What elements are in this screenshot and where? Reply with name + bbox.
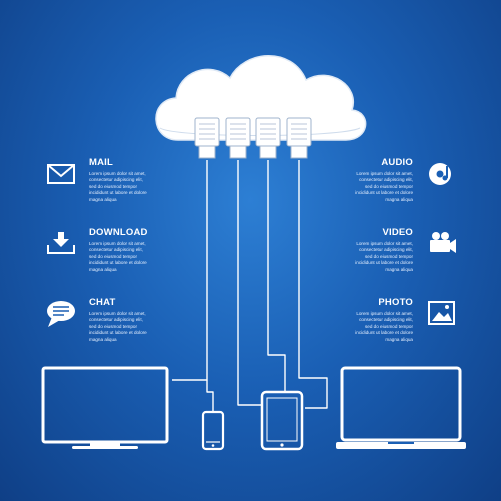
audio-line-2: consectetur adipiscing elit,: [359, 177, 413, 183]
audio-line-3: sed do eiusmod tempor: [364, 183, 413, 189]
tablet-icon: [260, 390, 304, 451]
video-line-4: incididunt ut labore et dolore: [355, 260, 413, 266]
photo-line-2: consectetur adipiscing elit,: [359, 317, 413, 323]
chat-description: Lorem ipsum dolor sit amet, consectetur …: [89, 311, 204, 343]
monitor-icon: [41, 366, 169, 449]
laptop-icon: [336, 366, 466, 449]
chat-line-1: Lorem ipsum dolor sit amet,: [89, 311, 146, 316]
download-line-5: magna aliqua: [89, 266, 117, 272]
audio-line-5: magna aliqua: [385, 196, 413, 202]
photo-line-4: incididunt ut labore et dolore: [355, 330, 413, 336]
cable-5: [206, 380, 214, 412]
mail-line-1: Lorem ipsum dolor sit amet,: [89, 171, 146, 176]
mail-line-4: incididunt ut labore et dolore: [89, 190, 147, 196]
photo-description: Lorem ipsum dolor sit amet, consectetur …: [298, 311, 413, 343]
download-title: DOWNLOAD: [89, 227, 148, 238]
download-line-3: sed do eiusmod tempor: [89, 253, 138, 259]
photo-line-5: magna aliqua: [385, 336, 413, 342]
envelope-icon: [47, 164, 75, 184]
chat-title: CHAT: [89, 297, 116, 308]
smartphone-icon: [201, 410, 225, 451]
video-line-1: Lorem ipsum dolor sit amet,: [356, 241, 413, 246]
video-block: VIDEO Lorem ipsum dolor sit amet, consec…: [298, 227, 413, 273]
photo-title: PHOTO: [378, 297, 413, 308]
mail-title: MAIL: [89, 157, 114, 168]
mail-description: Lorem ipsum dolor sit amet, consectetur …: [89, 171, 204, 203]
chat-bubble-icon: [47, 301, 75, 327]
ethernet-connectors: [194, 117, 312, 159]
chat-line-3: sed do eiusmod tempor: [89, 323, 138, 329]
photo-block: PHOTO Lorem ipsum dolor sit amet, consec…: [298, 297, 413, 343]
download-line-2: consectetur adipiscing elit,: [89, 247, 143, 253]
download-icon: [47, 232, 75, 254]
mail-block: MAIL Lorem ipsum dolor sit amet, consect…: [89, 157, 204, 203]
photo-icon: [428, 301, 455, 325]
audio-line-1: Lorem ipsum dolor sit amet,: [356, 171, 413, 176]
mail-line-3: sed do eiusmod tempor: [89, 183, 138, 189]
audio-description: Lorem ipsum dolor sit amet, consectetur …: [298, 171, 413, 203]
audio-block: AUDIO Lorem ipsum dolor sit amet, consec…: [298, 157, 413, 203]
mail-line-5: magna aliqua: [89, 196, 117, 202]
audio-disc-icon: [429, 163, 451, 185]
download-description: Lorem ipsum dolor sit amet, consectetur …: [89, 241, 204, 273]
download-line-1: Lorem ipsum dolor sit amet,: [89, 241, 146, 246]
video-title: VIDEO: [382, 227, 413, 238]
chat-block: CHAT Lorem ipsum dolor sit amet, consect…: [89, 297, 204, 343]
chat-line-4: incididunt ut labore et dolore: [89, 330, 147, 336]
photo-line-1: Lorem ipsum dolor sit amet,: [356, 311, 413, 316]
photo-line-3: sed do eiusmod tempor: [364, 323, 413, 329]
chat-line-2: consectetur adipiscing elit,: [89, 317, 143, 323]
download-line-4: incididunt ut labore et dolore: [89, 260, 147, 266]
download-block: DOWNLOAD Lorem ipsum dolor sit amet, con…: [89, 227, 204, 273]
mail-line-2: consectetur adipiscing elit,: [89, 177, 143, 183]
video-description: Lorem ipsum dolor sit amet, consectetur …: [298, 241, 413, 273]
audio-line-4: incididunt ut labore et dolore: [355, 190, 413, 196]
chat-line-5: magna aliqua: [89, 336, 117, 342]
connector-1-icon: [194, 117, 220, 159]
video-line-3: sed do eiusmod tempor: [364, 253, 413, 259]
video-line-2: consectetur adipiscing elit,: [359, 247, 413, 253]
connector-4-icon: [286, 117, 312, 159]
cable-2: [237, 160, 262, 406]
cable-3: [267, 160, 286, 392]
connector-2-icon: [225, 117, 251, 159]
cable-4: [298, 160, 328, 409]
cable-lines: [172, 160, 328, 412]
video-line-5: magna aliqua: [385, 266, 413, 272]
video-camera-icon: [430, 232, 456, 253]
connector-3-icon: [255, 117, 281, 159]
audio-title: AUDIO: [381, 157, 413, 168]
